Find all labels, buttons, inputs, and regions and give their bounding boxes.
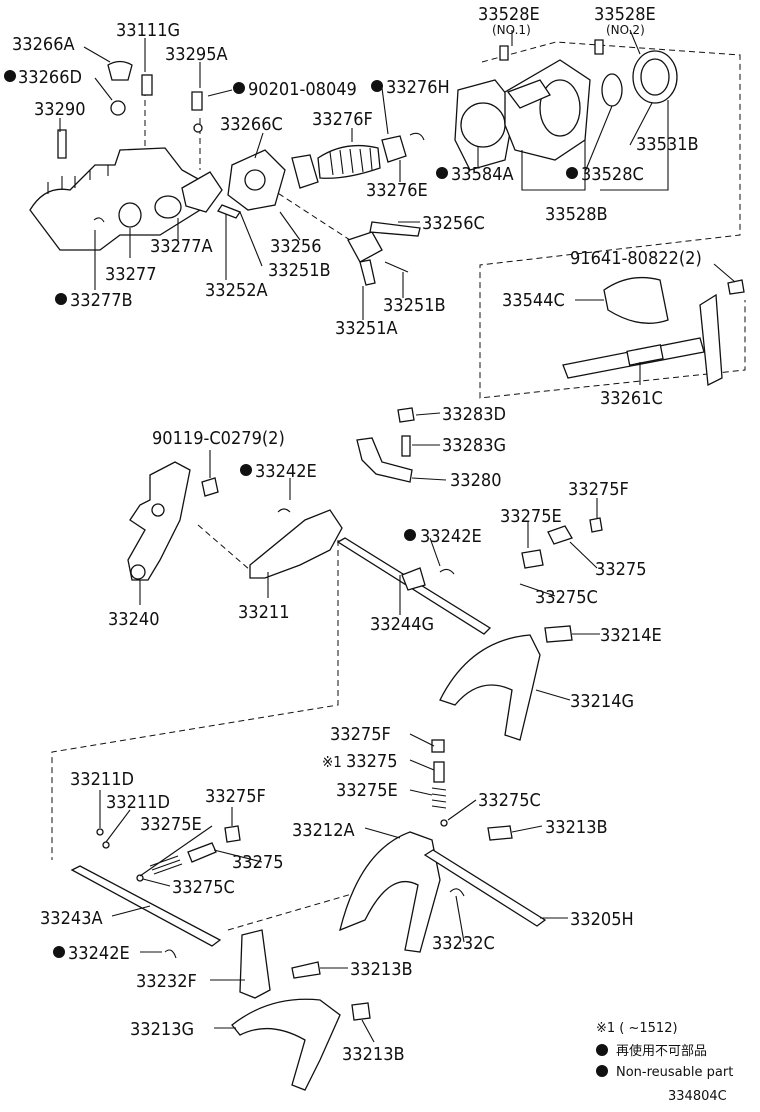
- part-label: 33290: [34, 99, 86, 120]
- part-label: 33531B: [636, 134, 699, 155]
- part-label: 33214E: [600, 625, 662, 646]
- part-label: 33240: [108, 609, 160, 630]
- part-label: 33111G: [116, 20, 180, 41]
- part-label: 33211D: [70, 769, 134, 790]
- part-label: 33275E: [500, 506, 562, 527]
- nonreusable-markers: [4, 70, 578, 958]
- part-label: 33261C: [600, 388, 663, 409]
- part-label: 33266A: [12, 34, 75, 55]
- legend-nonreusable-ja: 再使用不可部品: [616, 1043, 707, 1059]
- part-label: 33295A: [165, 44, 228, 65]
- sublabel-no1: (NO.1): [492, 23, 531, 37]
- note-mark: ※1: [322, 753, 342, 771]
- diagram-code: 334804C: [668, 1089, 727, 1104]
- sublabel-no2: (NO.2): [606, 23, 645, 37]
- part-label: 33283D: [442, 404, 506, 425]
- part-label: 33252A: [205, 280, 268, 301]
- part-label: 33242E: [255, 461, 317, 482]
- part-label: 33211D: [106, 792, 170, 813]
- part-label: 33256C: [422, 213, 485, 234]
- part-label: 33276H: [386, 77, 450, 98]
- part-label: 33211: [238, 602, 290, 623]
- part-label: 33528C: [581, 164, 644, 185]
- part-label: 33251B: [383, 295, 446, 316]
- part-label: 33213B: [545, 817, 608, 838]
- part-label: 33275: [595, 559, 647, 580]
- part-label: 33232C: [432, 933, 495, 954]
- part-label: 90119-C0279(2): [152, 428, 285, 449]
- part-label: 33275C: [478, 790, 541, 811]
- leader-lines: [59, 29, 736, 1043]
- part-label: 33266C: [220, 114, 283, 135]
- legend-note: ※1 ( ~1512): [596, 1021, 678, 1036]
- part-label: 33266D: [18, 67, 82, 88]
- part-label: 33528B: [545, 204, 608, 225]
- part-label: 33277B: [70, 290, 133, 311]
- part-label: 33280: [450, 470, 502, 491]
- part-label: 33277: [105, 264, 157, 285]
- part-label: 33276E: [366, 180, 428, 201]
- part-label: 33251B: [268, 260, 331, 281]
- part-label: 33244G: [370, 614, 434, 635]
- part-label: 33205H: [570, 909, 634, 930]
- part-label: 33275E: [336, 780, 398, 801]
- shift-inner-lever-shaft: [562, 276, 745, 387]
- part-label: 90201-08049: [248, 79, 357, 100]
- part-labels: 33266A 33111G 33295A 33266D 90201-08049 …: [12, 4, 702, 1065]
- legend-nonreusable-en: Non-reusable part: [616, 1065, 733, 1080]
- part-label: 33213B: [350, 959, 413, 980]
- part-label: 33213B: [342, 1044, 405, 1065]
- part-label: 33232F: [136, 971, 197, 992]
- part-label: 33584A: [451, 164, 514, 185]
- dashed-boundaries: [51, 41, 746, 931]
- part-label: 33251A: [335, 318, 398, 339]
- part-label: 33275: [346, 751, 398, 772]
- part-label: 33242E: [420, 526, 482, 547]
- nonreusable-dot-icon: [596, 1044, 608, 1056]
- part-label: 33275F: [568, 479, 629, 500]
- part-label: 33283G: [442, 435, 506, 456]
- part-label: 33275C: [172, 877, 235, 898]
- legend: ※1 ( ~1512) 再使用不可部品 Non-reusable part 33…: [596, 1021, 733, 1104]
- part-label: 33242E: [68, 943, 130, 964]
- shift-housing-assembly: [29, 60, 425, 286]
- part-label: 33256: [270, 236, 322, 257]
- part-label: 33275F: [205, 786, 266, 807]
- part-label: 33528E: [594, 4, 656, 25]
- part-label: 33213G: [130, 1019, 194, 1040]
- retainer-seal-assembly: [454, 39, 678, 171]
- shift-lever-and-fork-assembly: [127, 407, 603, 741]
- part-label: 91641-80822(2): [570, 248, 702, 269]
- part-label: 33212A: [292, 820, 355, 841]
- part-label: 33275F: [330, 724, 391, 745]
- part-label: 33276F: [312, 109, 373, 130]
- part-label: 33277A: [150, 236, 213, 257]
- fork-shaft-assembly-lower: [70, 739, 547, 1091]
- nonreusable-dot-icon: [596, 1065, 608, 1077]
- part-label: 33544C: [502, 290, 565, 311]
- part-label: 33243A: [40, 908, 103, 929]
- part-label: 33275E: [140, 814, 202, 835]
- part-label: 33275: [232, 852, 284, 873]
- part-label: 33275C: [535, 587, 598, 608]
- part-label: 33528E: [478, 4, 540, 25]
- part-label: 33214G: [570, 691, 634, 712]
